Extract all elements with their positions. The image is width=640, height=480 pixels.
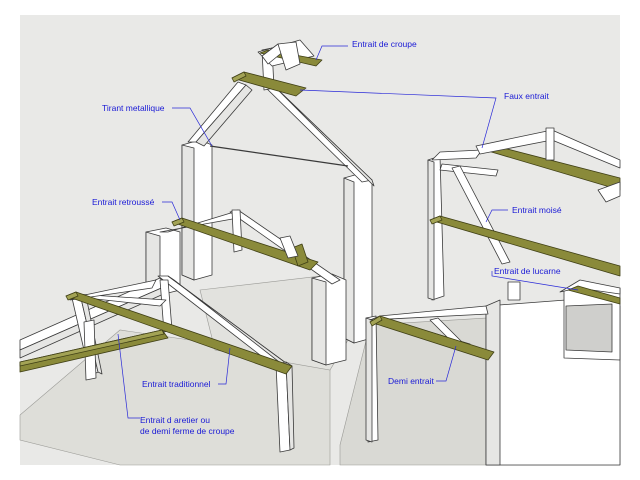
right-moise-truss xyxy=(427,127,621,301)
label-entrait-lucarne: Entrait de lucarne xyxy=(494,266,561,276)
label-demi-entrait: Demi entrait xyxy=(388,376,434,386)
label-entrait-retrousse: Entrait retroussé xyxy=(92,197,155,207)
leader-lines xyxy=(117,45,579,419)
label-entrait-croupe: Entrait de croupe xyxy=(352,39,417,49)
lucarne-block xyxy=(485,279,621,466)
central-high-truss xyxy=(181,39,375,344)
label-entrait-aretier-line2: de demi ferme de croupe xyxy=(140,426,235,436)
entrait-traditionnel-truss xyxy=(19,275,295,453)
label-entrait-aretier-line1: Entrait d aretier ou xyxy=(140,415,210,425)
label-entrait-traditionnel: Entrait traditionnel xyxy=(142,379,211,389)
demi-entrait-truss xyxy=(365,305,495,443)
label-tirant-metallique: Tirant metallique xyxy=(102,103,165,113)
entrait-retrousse-truss xyxy=(145,209,347,366)
label-entrait-moise: Entrait moisé xyxy=(512,205,562,215)
label-faux-entrait: Faux entrait xyxy=(504,91,550,101)
